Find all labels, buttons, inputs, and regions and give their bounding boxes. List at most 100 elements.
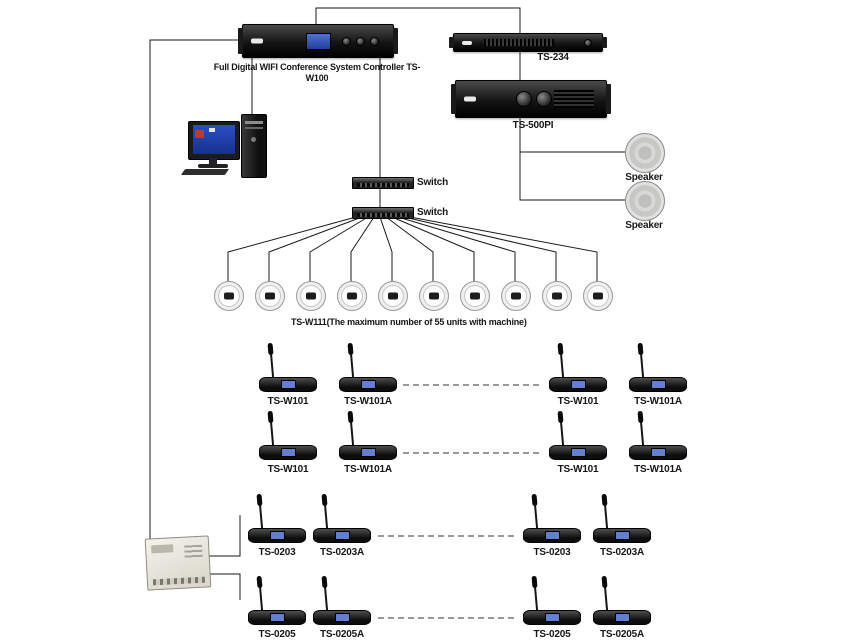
monitor-image-white (209, 128, 215, 132)
ceiling-unit (337, 281, 367, 311)
mic-capsule-icon (256, 493, 263, 507)
mic-label: TS-0203A (320, 547, 364, 558)
conference-mic (628, 410, 688, 460)
powerbox-grille (184, 544, 203, 560)
switch-label: Switch (417, 177, 449, 188)
mic-screen (545, 613, 560, 622)
wire-powerbox-to-mics (207, 515, 241, 600)
monitor-stand (209, 158, 217, 164)
controller-screen (306, 33, 331, 50)
mic-label: TS-0205 (258, 629, 296, 640)
conference-mic (522, 575, 582, 625)
mic-base (248, 610, 306, 625)
ceiling-unit (583, 281, 613, 311)
ceiling-unit (378, 281, 408, 311)
controller-label: Full Digital WIFI Conference System Cont… (213, 62, 421, 83)
mic-capsule-icon (601, 575, 608, 589)
wire-switch-to-unit (397, 216, 516, 282)
ceiling-unit (501, 281, 531, 311)
speaker-label: Speaker (625, 172, 663, 183)
mic-base (259, 377, 317, 392)
wire-switch-to-unit (391, 216, 475, 282)
mic-label: TS-0203 (533, 547, 571, 558)
conference-mic (522, 493, 582, 543)
wire-switch-to-unit (227, 216, 357, 282)
mic-screen (615, 613, 630, 622)
mic-base (549, 445, 607, 460)
mic-label: TS-W101 (267, 464, 309, 475)
mic-screen (335, 613, 350, 622)
monitor-image-red (195, 130, 204, 138)
mic-screen (270, 613, 285, 622)
conference-mic (338, 410, 398, 460)
ceiling-unit (419, 281, 449, 311)
conference-mic (548, 410, 608, 460)
mic-label: TS-W101 (557, 464, 599, 475)
ts234-label: TS-234 (537, 52, 569, 63)
tower-drive-bay (245, 121, 263, 124)
conference-mic (548, 342, 608, 392)
mic-label: TS-W101A (634, 464, 682, 475)
amp-dial-icon (536, 91, 552, 107)
brand-logo-icon (462, 40, 472, 45)
mic-base (259, 445, 317, 460)
wire-amp-to-speakers (519, 116, 625, 201)
wire-switch-to-unit (385, 216, 434, 282)
brand-logo-icon (464, 96, 476, 102)
mic-capsule-icon (557, 410, 564, 424)
mic-label: TS-W101A (344, 396, 392, 407)
conference-mic (258, 342, 318, 392)
mic-screen (615, 531, 630, 540)
mic-label: TS-W101A (344, 464, 392, 475)
ts500pi-label: TS-500PI (512, 120, 554, 131)
mic-base (549, 377, 607, 392)
mic-label: TS-W101A (634, 396, 682, 407)
ceiling-unit (296, 281, 326, 311)
mic-screen (361, 448, 376, 457)
mic-capsule-icon (321, 493, 328, 507)
mic-base (313, 528, 371, 543)
conference-mic (592, 575, 652, 625)
mic-base (593, 610, 651, 625)
mic-label: TS-0203 (258, 547, 296, 558)
power-button-icon (251, 137, 256, 142)
wire-controller-to-ts234 (315, 7, 521, 33)
ceiling-unit (542, 281, 572, 311)
conference-mic (247, 493, 307, 543)
amplifier-ts500pi (451, 80, 611, 118)
power-supply-box (144, 535, 212, 591)
mic-label: TS-W101 (267, 396, 309, 407)
mic-base (523, 528, 581, 543)
mic-screen (270, 531, 285, 540)
mic-capsule-icon (347, 410, 354, 424)
computer-monitor (188, 121, 240, 160)
mic-base (593, 528, 651, 543)
mic-capsule-icon (531, 575, 538, 589)
switch-label: Switch (417, 207, 449, 218)
mic-base (523, 610, 581, 625)
conference-mic (247, 575, 307, 625)
mic-capsule-icon (557, 342, 564, 356)
wire-switch-to-unit (350, 216, 375, 282)
mic-capsule-icon (531, 493, 538, 507)
ceiling-unit (214, 281, 244, 311)
network-switch (352, 207, 414, 219)
controller-knob-icon (356, 37, 365, 46)
speaker-label: Speaker (625, 220, 663, 231)
mic-screen (651, 380, 666, 389)
mic-base (629, 445, 687, 460)
powerbox-nameplate (151, 544, 174, 554)
mic-label: TS-0205A (600, 629, 644, 640)
speaker (625, 181, 665, 221)
amp-dial-icon (516, 91, 532, 107)
mic-screen (335, 531, 350, 540)
mic-base (339, 445, 397, 460)
mic-capsule-icon (637, 410, 644, 424)
mic-capsule-icon (256, 575, 263, 589)
wire-switch-to-unit (268, 216, 363, 282)
conference-mic (312, 493, 372, 543)
mic-screen (571, 380, 586, 389)
mic-screen (281, 448, 296, 457)
rack-knob-icon (584, 39, 592, 47)
